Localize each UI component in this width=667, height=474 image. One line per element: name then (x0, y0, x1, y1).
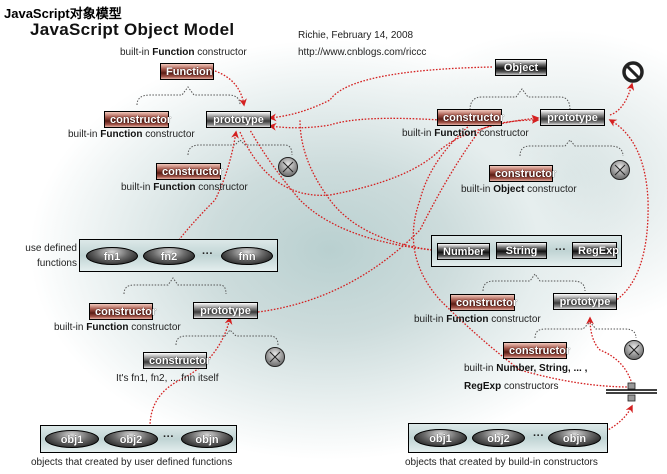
brace-biproto (534, 321, 637, 339)
userfn-label-1: use defined (25, 243, 77, 254)
brace-fnproto (187, 139, 293, 156)
object-box[interactable]: Object (495, 59, 547, 76)
null-circle-icon (610, 160, 630, 180)
ufn-constructor-caption: built-in Function constructor (54, 322, 181, 333)
arrow-function-to-fnproto (214, 70, 247, 107)
builtin-type-box[interactable]: Number (437, 243, 490, 260)
arrow-biproto-to-objproto (608, 119, 649, 304)
brace-ufnproto (175, 329, 279, 346)
arrow-builtins-to-fnproto-curve (299, 119, 433, 251)
ufn-constructor-box[interactable]: constructor (89, 303, 156, 320)
builtin-object-item[interactable]: obj1 (414, 429, 467, 447)
arrow-bi-constructor-to-fn (412, 124, 631, 388)
arrow-builtins-left (249, 129, 433, 251)
title-chinese: JavaScript对象模型 (4, 6, 122, 21)
userfn-item[interactable]: fn2 (143, 247, 195, 265)
arrow-objconstructor2-to-fnproto (268, 117, 441, 131)
obj-constructor-box[interactable]: constructor (437, 109, 504, 126)
userfn-item[interactable]: fn1 (86, 247, 138, 265)
ellipsis: ··· (533, 430, 544, 442)
function-box[interactable]: Function (160, 63, 214, 80)
biproto-constructor-box[interactable]: constructor (503, 342, 570, 359)
fn-constructor-caption: built-in Function constructor (68, 129, 195, 140)
biproto-constructor-caption-1: built-in Number, String, ... , (464, 363, 588, 374)
null-symbol (622, 61, 644, 83)
null-circle-icon (278, 157, 298, 177)
fn-constructor-box[interactable]: constructor (104, 111, 171, 128)
bi-constructor-caption: built-in Function constructor (414, 314, 541, 325)
userfn-item[interactable]: fnn (221, 247, 273, 265)
user-objects-caption: objects that created by user defined fun… (31, 457, 233, 468)
brace-userfn (123, 277, 227, 295)
builtin-object-item[interactable]: obj2 (472, 429, 525, 447)
ellipsis: ··· (202, 248, 213, 260)
brace-object (469, 88, 571, 111)
arrow-objconstructor-to-fnproto (268, 66, 493, 122)
user-object-item[interactable]: obj2 (104, 430, 158, 448)
biproto-constructor-caption-2: RegExp constructors (464, 381, 559, 392)
arrow-ufnproto-to-objproto (257, 116, 540, 313)
arrow-userfn-to-fnproto (174, 130, 239, 246)
user-object-item[interactable]: obj1 (45, 430, 99, 448)
builtin-type-box[interactable]: String (496, 242, 547, 259)
brace-objproto (519, 139, 624, 157)
fn-prototype-box[interactable]: prototype (206, 111, 271, 128)
brace-function (136, 86, 241, 106)
arrow-objproto-to-null (609, 82, 635, 116)
arrow-fnproto-to-objproto (239, 114, 540, 196)
ellipsis: ··· (163, 431, 174, 443)
prototype-chain-bar (606, 382, 657, 402)
function-caption: built-in Function constructor (120, 47, 247, 58)
obj-constructor-caption: built-in Function constructor (402, 128, 529, 139)
fnproto-constructor-box[interactable]: constructor (156, 163, 223, 180)
ufnproto-constructor-caption: It's fn1, fn2, ... fnn itself (116, 373, 219, 384)
builtin-objects-caption: objects that created by build-in constru… (405, 457, 598, 468)
ufnproto-constructor-box[interactable]: constructor (143, 352, 210, 369)
objproto-constructor-box[interactable]: constructor (489, 165, 556, 182)
author-date: Richie, February 14, 2008 (298, 30, 414, 41)
page-title: JavaScript Object Model (30, 20, 235, 39)
ufn-prototype-box[interactable]: prototype (193, 302, 258, 319)
objproto-constructor-caption: built-in Object constructor (461, 184, 577, 195)
bi-prototype-box[interactable]: prototype (553, 293, 617, 310)
builtin-type-box[interactable]: RegExp (572, 242, 619, 259)
bi-constructor-box[interactable]: constructor (450, 294, 517, 311)
obj-prototype-box[interactable]: prototype (540, 109, 605, 126)
fnproto-constructor-caption: built-in Function constructor (121, 182, 248, 193)
ellipsis: ··· (555, 244, 566, 256)
author-url: http://www.cnblogs.com/riccc (298, 47, 427, 58)
userfn-label-2: functions (36, 258, 77, 269)
arrow-bar-to-biproto (586, 316, 633, 385)
builtin-object-item[interactable]: objn (548, 429, 601, 447)
user-object-item[interactable]: objn (181, 430, 233, 448)
brace-builtins (482, 273, 586, 292)
arrow-userobjs-to-ufnproto (149, 316, 233, 428)
null-circle-icon (265, 347, 285, 367)
null-circle-icon (624, 340, 644, 360)
